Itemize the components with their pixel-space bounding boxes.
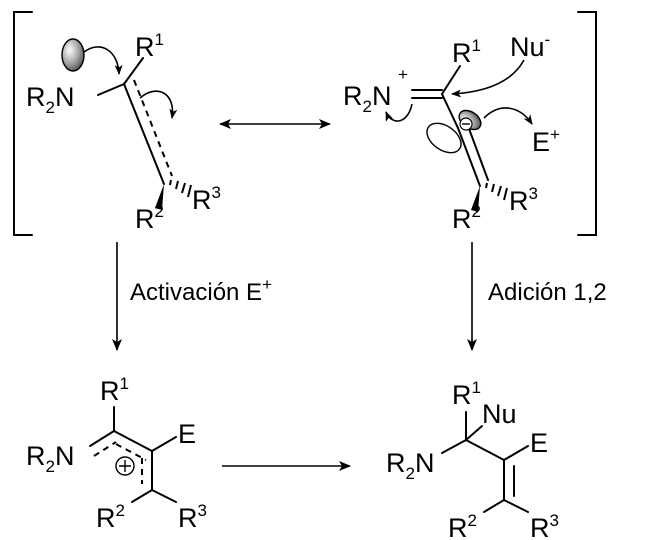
structure-keteniminium: R2N + R1 R2 R3 Nu- E+ (343, 30, 560, 234)
label-superscript-3: 3 (212, 183, 221, 202)
label-e: E (178, 419, 196, 449)
svg-text:E+: E+ (532, 125, 560, 157)
condition-activacion-superscript: + (262, 275, 272, 294)
svg-text:R1: R1 (135, 30, 164, 62)
label-r: R (530, 513, 550, 540)
svg-text:R2N: R2N (26, 82, 74, 117)
label-superscript-2: 2 (155, 202, 164, 221)
label-superscript-1: 1 (155, 30, 164, 49)
svg-text:R1: R1 (452, 36, 481, 68)
svg-text:R1: R1 (452, 378, 481, 410)
label-r: R (178, 503, 198, 533)
hashed-bond (169, 179, 192, 198)
label-e: E (532, 127, 550, 157)
label-n: N (372, 81, 392, 111)
label-subscript-2: 2 (46, 98, 55, 117)
label-superscript-1: 1 (120, 374, 129, 393)
label-superscript-2: 2 (116, 501, 125, 520)
label-superscript-2: 2 (472, 202, 481, 221)
svg-text:R3: R3 (178, 501, 207, 533)
condition-activacion: Activación E (130, 279, 262, 306)
label-superscript-3: 3 (198, 501, 207, 520)
label-subscript-2: 2 (363, 97, 372, 116)
label-r: R (452, 204, 472, 234)
condition-adicion: Adición 1,2 (488, 279, 607, 306)
svg-text:R2: R2 (96, 501, 125, 533)
svg-text:R2N: R2N (386, 448, 434, 483)
label-r: R (452, 38, 472, 68)
structure-ynamide: R2N R1 R2 R3 (26, 30, 221, 234)
label-plus: + (550, 125, 560, 144)
svg-text:R2: R2 (452, 202, 481, 234)
svg-text:R2: R2 (448, 511, 477, 540)
structure-addition-product: R2N R1 Nu E R2 R3 (386, 378, 559, 540)
svg-text:R2N: R2N (26, 441, 74, 476)
label-r: R (26, 441, 46, 471)
svg-text:R3: R3 (192, 183, 221, 215)
label-r: R (135, 204, 155, 234)
orbital-lobe (426, 122, 462, 154)
label-subscript-2: 2 (46, 457, 55, 476)
label-n: N (415, 448, 435, 478)
svg-text:Activación E+: Activación E+ (130, 275, 272, 306)
label-r: R (448, 513, 468, 540)
label-r: R (26, 82, 46, 112)
label-nu: Nu (482, 399, 517, 429)
hashed-bond (485, 182, 508, 201)
label-r: R (135, 32, 155, 62)
svg-text:R2N: R2N (343, 81, 391, 116)
label-r: R (509, 186, 529, 216)
resonance-bracket-left (13, 11, 33, 236)
label-r: R (96, 503, 116, 533)
svg-text:R3: R3 (530, 511, 559, 540)
label-r: R (343, 81, 363, 111)
label-r: R (192, 185, 212, 215)
svg-text:R3: R3 (509, 184, 538, 216)
wedge-bond (471, 186, 480, 212)
label-minus: - (545, 30, 551, 49)
svg-text:R2: R2 (135, 202, 164, 234)
resonance-bracket-right (577, 11, 597, 236)
label-superscript-1: 1 (472, 36, 481, 55)
label-r: R (100, 376, 120, 406)
label-superscript-2: 2 (468, 511, 477, 530)
svg-text:Nu-: Nu- (510, 30, 550, 62)
label-r: R (452, 380, 472, 410)
label-nu: Nu (510, 32, 545, 62)
svg-text:R1: R1 (100, 374, 129, 406)
label-superscript-3: 3 (529, 184, 538, 203)
label-n: N (55, 82, 75, 112)
lone-pair-lobe (61, 38, 85, 72)
wedge-bond (155, 184, 164, 210)
label-superscript-1: 1 (472, 378, 481, 397)
label-e: E (530, 428, 548, 458)
label-n: N (55, 441, 75, 471)
label-superscript-3: 3 (550, 511, 559, 530)
label-subscript-2: 2 (406, 464, 415, 483)
label-r: R (386, 448, 406, 478)
structure-allyl-cation: R2N R1 E R2 R3 (26, 374, 207, 533)
label-plus: + (398, 65, 408, 84)
